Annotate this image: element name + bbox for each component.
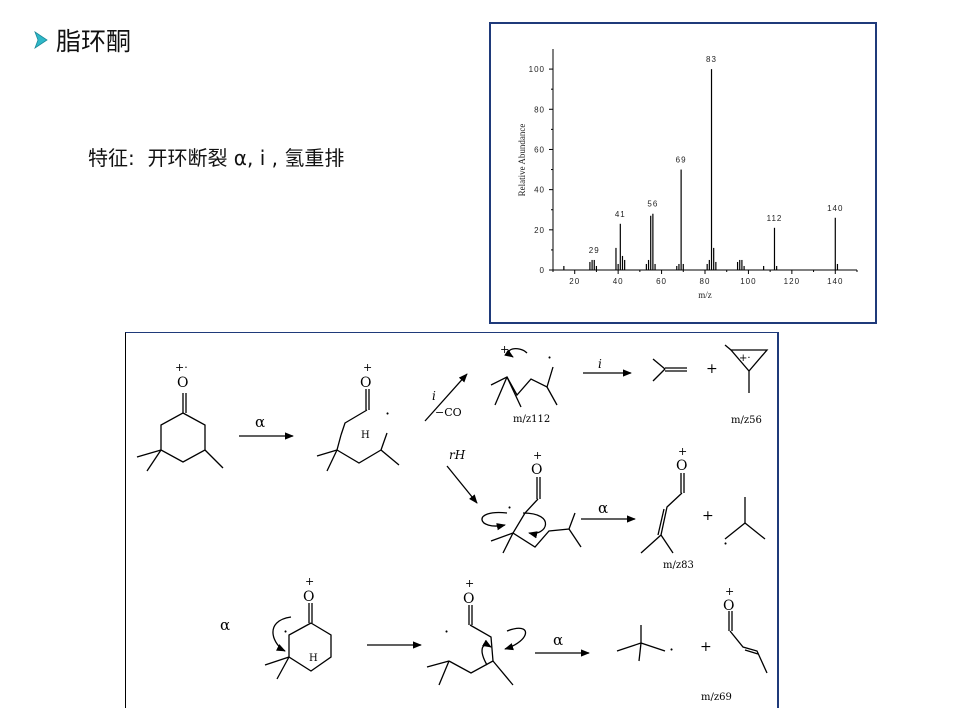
- peak-labels: 29 41 56 69 83 112 140: [589, 55, 843, 255]
- alpha-label-2: α: [598, 499, 608, 517]
- x-tick-label: 100: [740, 277, 756, 286]
- y-tick-label: 100: [529, 65, 545, 74]
- i-cleavage-arrow: [424, 373, 468, 422]
- i-label-2: i: [598, 357, 602, 371]
- h-label-2: H: [361, 430, 370, 441]
- i-label-1: i: [432, 389, 436, 403]
- title-text: 脂环酮: [56, 27, 132, 56]
- fragmentation-scheme: +· O α + O H · i −CO rH + · m/z112 i + +…: [136, 343, 769, 703]
- fragment-tert-butyl: [616, 625, 666, 662]
- plus-7: +: [678, 445, 687, 458]
- radical-dot-11: ·: [669, 640, 674, 659]
- molecule-ring-bottom: [264, 603, 332, 680]
- peak-label: 29: [589, 246, 600, 255]
- plus-12: +: [725, 585, 734, 598]
- oxygen-6: O: [531, 462, 542, 478]
- chart-axes: [552, 49, 857, 271]
- co-label: −CO: [435, 406, 462, 419]
- plus-8: +: [702, 508, 714, 524]
- mz83-label: m/z83: [663, 560, 694, 571]
- arrow-bullet-icon: [34, 31, 48, 49]
- mass-spectrum-panel: 0 20 40 60 80 100 20 40 60 80 100 120 140 29 41 56 69 8…: [489, 22, 877, 324]
- spectrum-peaks: [563, 69, 839, 270]
- peak-label: 112: [767, 214, 783, 223]
- y-axis-label: Relative Abundance: [517, 124, 527, 197]
- radical-dot-9: ·: [283, 622, 288, 641]
- molecule-h-rearranged: [481, 477, 582, 554]
- fragment-isopropyl: [724, 497, 766, 540]
- y-tick-label: 0: [540, 266, 545, 275]
- fragment-isobutene: [652, 358, 687, 382]
- fragment-mz83: [640, 473, 685, 554]
- molecule-trimethylcyclohexanone: [136, 393, 224, 472]
- feature-text: 特征: 开环断裂 α, i , 氢重排: [88, 146, 345, 170]
- fragmentation-scheme-panel: +· O α + O H · i −CO rH + · m/z112 i + +…: [125, 332, 779, 708]
- plusdot-5: +·: [739, 353, 751, 364]
- oxygen-7: O: [676, 458, 687, 474]
- rh-arrow: [446, 465, 478, 504]
- x-axis-ticks: 20 40 60 80 100 120 140: [552, 270, 858, 286]
- x-tick-label: 20: [569, 277, 580, 286]
- y-tick-label: 20: [534, 226, 545, 235]
- oxygen-12: O: [723, 598, 734, 614]
- molecule-open-bottom: [426, 605, 527, 686]
- plus-9: +: [305, 575, 314, 588]
- x-axis-label: m/z: [698, 290, 712, 300]
- x-tick-label: 80: [700, 277, 711, 286]
- y-tick-label: 40: [534, 186, 545, 195]
- peak-label: 41: [615, 210, 626, 219]
- radical-dot-2: ·: [385, 404, 390, 423]
- oxygen-9: O: [303, 589, 314, 605]
- oxygen-10: O: [463, 591, 474, 607]
- y-tick-label: 60: [534, 145, 545, 154]
- plus-3: +: [500, 343, 509, 356]
- slide-title: 脂环酮: [34, 22, 131, 58]
- radical-dot-8: ·: [723, 534, 728, 553]
- plusdot-1: +·: [175, 361, 188, 374]
- peak-label: 69: [676, 156, 687, 165]
- x-tick-label: 60: [656, 277, 667, 286]
- peak-label: 56: [647, 200, 658, 209]
- alpha-label-3: α: [220, 616, 230, 634]
- alpha-label-4: α: [553, 631, 563, 649]
- x-tick-label: 140: [827, 277, 843, 286]
- radical-dot-6: ·: [507, 498, 512, 517]
- x-tick-label: 40: [613, 277, 624, 286]
- molecule-alpha-cleaved: [316, 389, 400, 472]
- y-tick-label: 80: [534, 105, 545, 114]
- oxygen-2: O: [360, 375, 371, 391]
- fragment-mz69: [728, 611, 768, 674]
- plus-4: +: [706, 361, 718, 377]
- rh-label: rH: [449, 448, 466, 462]
- peak-label: 83: [706, 55, 717, 64]
- h-label-9: H: [309, 653, 318, 664]
- mass-spectrum-chart: 0 20 40 60 80 100 20 40 60 80 100 120 140 29 41 56 69 8…: [517, 49, 858, 300]
- fragment-mz56-ring: [724, 344, 769, 393]
- oxygen-1: O: [177, 375, 188, 391]
- fragment-mz112: [490, 347, 558, 408]
- radical-dot-3: ·: [547, 348, 552, 367]
- alpha-label-1: α: [255, 413, 265, 431]
- plus-11: +: [700, 639, 712, 655]
- plus-2: +: [363, 361, 372, 374]
- peak-label: 140: [827, 204, 843, 213]
- mz112-label: m/z112: [513, 414, 550, 425]
- x-tick-label: 120: [784, 277, 800, 286]
- mz56-label: m/z56: [731, 415, 762, 426]
- radical-dot-10: ·: [444, 622, 449, 641]
- plus-10: +: [465, 577, 474, 590]
- y-axis-ticks: 0 20 40 60 80 100: [529, 65, 553, 275]
- mz69-label: m/z69: [701, 692, 732, 703]
- plus-6: +: [533, 449, 542, 462]
